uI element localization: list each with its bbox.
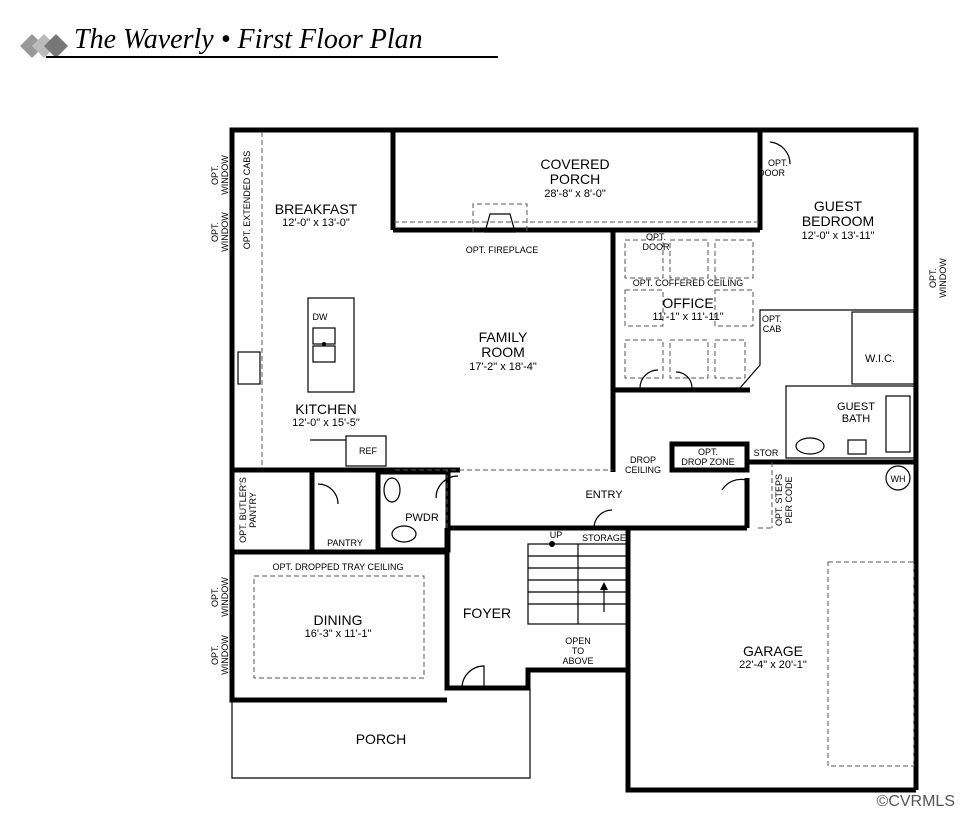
opt-window-5-line1: OPT. (210, 645, 220, 665)
kitchen-name: KITCHEN (295, 401, 356, 417)
optional-lines (253, 132, 915, 767)
stairs-up-label: UP (550, 530, 563, 540)
dishwasher-label: DW (313, 312, 328, 322)
water-heater-icon (885, 465, 911, 491)
storage-name: STORAGE (582, 533, 626, 543)
family-room-dims: 17'-2" x 18'-4" (469, 361, 537, 373)
covered-porch-name: COVERED (540, 156, 609, 172)
guest-bath-name: GUEST (837, 401, 875, 413)
covered-porch-name2: PORCH (550, 171, 601, 187)
office-name: OFFICE (662, 295, 713, 311)
opt-cab-line1: OPT. (762, 314, 782, 324)
guest-bedroom-dims: 12'-0" x 13'-11" (802, 230, 875, 242)
opt-door-guest-line2: DOOR (758, 168, 786, 178)
garage-name: GARAGE (743, 643, 803, 659)
opt-dropped-tray-label: OPT. DROPPED TRAY CEILING (272, 562, 403, 572)
opt-butlers-pantry-line1: OPT. BUTLER'S (238, 477, 248, 543)
stor-name: STOR (754, 448, 779, 458)
opt-door-guest-line1: OPT. (768, 158, 788, 168)
opt-window-3-line2: WINDOW (938, 258, 948, 298)
opt-door-office-line2: DOOR (643, 242, 671, 252)
opt-window-1-line1: OPT. (210, 165, 220, 185)
front-porch (231, 688, 531, 779)
page-title: The Waverly • First Floor Plan (74, 24, 423, 55)
opt-window-4-line2: WINDOW (220, 577, 230, 617)
opt-butlers-pantry-line2: PANTRY (248, 492, 258, 528)
dining-name: DINING (314, 612, 363, 628)
foyer-name: FOYER (463, 605, 511, 621)
opt-window-2-line2: WINDOW (220, 212, 230, 252)
opt-window-2-line1: OPT. (210, 222, 220, 242)
dining-dims: 16'-3" x 11'-1" (305, 628, 372, 640)
open-to-above-line2: TO (572, 646, 584, 656)
open-to-above-line1: OPEN (565, 636, 591, 646)
opt-steps-line1: OPT. STEPS (774, 474, 784, 526)
kitchen-island (307, 297, 355, 393)
doors (317, 141, 791, 689)
opt-fireplace-label: OPT. FIREPLACE (466, 245, 539, 255)
entry-name: ENTRY (585, 489, 623, 501)
option-labels: OPT. WINDOW OPT. WINDOW OPT. EXTENDED CA… (210, 151, 948, 675)
guest-bath-name2: BATH (842, 413, 871, 425)
opt-steps-line2: PER CODE (784, 476, 794, 523)
breakfast-name: BREAKFAST (275, 201, 358, 217)
family-room-name2: ROOM (481, 344, 525, 360)
opt-window-3-line1: OPT. (928, 268, 938, 288)
family-room-name: FAMILY (479, 329, 528, 345)
opt-drop-zone-line1: OPT. (698, 447, 718, 457)
coffered-ceiling (624, 239, 754, 379)
open-to-above-line3: ABOVE (562, 656, 593, 666)
room-labels: COVERED PORCH 28'-8" x 8'-0" BREAKFAST 1… (275, 156, 895, 747)
opt-window-1-line2: WINDOW (220, 155, 230, 195)
kitchen-dims: 12'-0" x 15'-5" (292, 417, 360, 429)
opt-cab-line2: CAB (763, 324, 782, 334)
porch-name: PORCH (356, 731, 407, 747)
refrigerator-label: REF (359, 446, 378, 456)
guest-bedroom-name: GUEST (814, 198, 863, 214)
water-heater-label: WH (891, 474, 906, 484)
covered-porch-dims: 28'-8" x 8'-0" (544, 188, 606, 200)
refrigerator (345, 435, 387, 467)
header: The Waverly • First Floor Plan (20, 24, 498, 58)
fireplace-icon (472, 203, 528, 233)
wic-name: W.I.C. (865, 353, 895, 365)
opt-door-office-line1: OPT. (646, 232, 666, 242)
diamond-logo-icon (20, 34, 68, 58)
watermark: ©CVRMLS (877, 793, 955, 810)
opt-window-5-line2: WINDOW (220, 635, 230, 675)
pwdr-name: PWDR (405, 512, 439, 524)
guest-bedroom-name2: BEDROOM (802, 213, 874, 229)
stairs (527, 541, 629, 625)
opt-window-4-line1: OPT. (210, 587, 220, 607)
pantry-name: PANTRY (327, 538, 363, 548)
opt-extended-cabs-label: OPT. EXTENDED CABS (242, 151, 252, 250)
breakfast-dims: 12'-0" x 13'-0" (282, 217, 350, 229)
bath-fixtures (383, 395, 911, 543)
walls (229, 127, 919, 793)
cooktop-icon (237, 351, 261, 385)
drop-ceiling-line1: DROP (630, 455, 656, 465)
office-dims: 11'-1" x 11'-11" (652, 311, 723, 323)
opt-drop-zone-line2: DROP ZONE (681, 457, 734, 467)
garage-dims: 22'-4" x 20'-1" (739, 659, 807, 671)
drop-ceiling-line2: CEILING (625, 465, 661, 475)
opt-coffered-ceiling-label: OPT. COFFERED CEILING (633, 278, 744, 288)
